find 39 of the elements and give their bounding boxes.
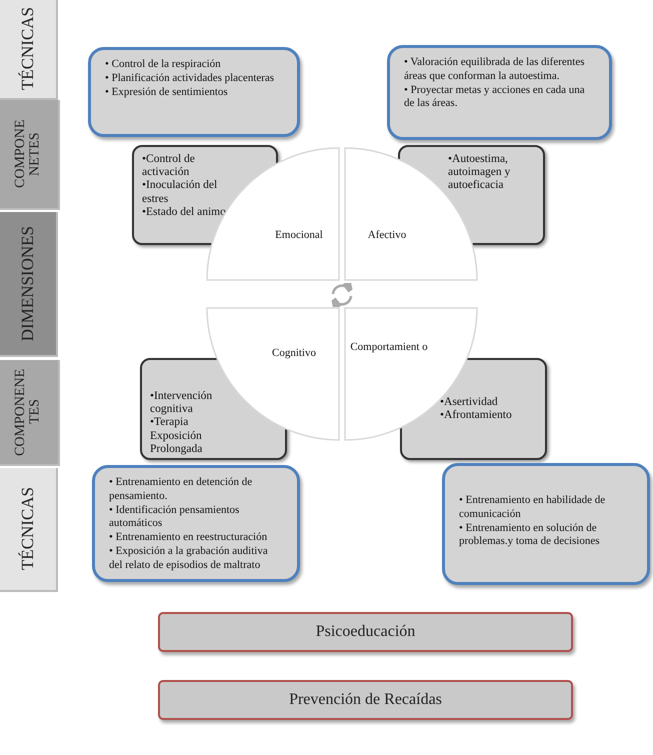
bullet-item: • Planificación actividades placenteras: [105, 72, 276, 86]
bullet-item: • Identificación pensamientos automáticos: [109, 504, 240, 531]
bullet-item: • Entrenamiento en detención de pensamiento.: [109, 476, 254, 504]
tab-label: TÉCNICAS: [19, 7, 37, 91]
dimension-label: Cognitivo: [270, 347, 317, 359]
bullet-item: •Autoestima, autoimagen y autoeficacia: [448, 153, 512, 193]
technique-box: [442, 463, 650, 585]
bullet-item: •Estado del animo: [142, 206, 226, 220]
bullet-item: •Intervención cognitiva: [150, 390, 214, 416]
bullet-item: • Exposición a la grabación auditiva del relato de episodios de maltrato: [109, 544, 269, 572]
bullet-item: • Valoración equilibrada de las diferentes áreas que conforman la autoestima.: [404, 56, 586, 84]
dimension-label: Afectivo: [366, 229, 408, 241]
section-tab: [0, 100, 60, 210]
bullet-item: • Expresión de sentimientos: [105, 86, 229, 100]
program-banner: Psicoeducación: [158, 612, 573, 652]
bullet-item: •Afrontamiento: [440, 409, 513, 422]
tab-label: COMPONENE TES: [14, 367, 44, 458]
technique-box: [387, 45, 612, 140]
bullet-item: • Proyectar metas y acciones en cada una de las áreas.: [404, 84, 586, 111]
tab-label: DIMENSIONES: [19, 226, 37, 342]
technique-box: [92, 465, 300, 582]
bullet-item: • Entrenamiento en solución de problemas.y toma de decisiones: [459, 522, 601, 549]
bullet-item: • Entrenamiento en reestructuración: [109, 531, 268, 545]
section-tab: [0, 360, 60, 466]
technique-box: [88, 47, 300, 137]
bullet-item: •Inoculación del estres: [142, 179, 218, 206]
dimension-label: Emocional: [274, 229, 324, 241]
program-banner: Prevención de Recaídas: [158, 680, 573, 720]
bullet-item: • Control de la respiración: [105, 58, 222, 72]
tab-label: COMPONE NETES: [14, 118, 44, 190]
section-tab: [0, 212, 58, 357]
section-tab: [0, 468, 58, 592]
bullet-item: •Control de activación: [142, 153, 196, 180]
dimension-label: Comportamient o: [349, 341, 429, 353]
section-tab: [0, 0, 58, 100]
bullet-item: •Asertividad: [440, 396, 499, 410]
tab-label: TÉCNICAS: [19, 487, 37, 571]
bullet-item: •Terapia Exposición Prolongada: [150, 416, 204, 456]
bullet-item: • Entrenamiento en habilidade de comunicación: [459, 494, 606, 522]
